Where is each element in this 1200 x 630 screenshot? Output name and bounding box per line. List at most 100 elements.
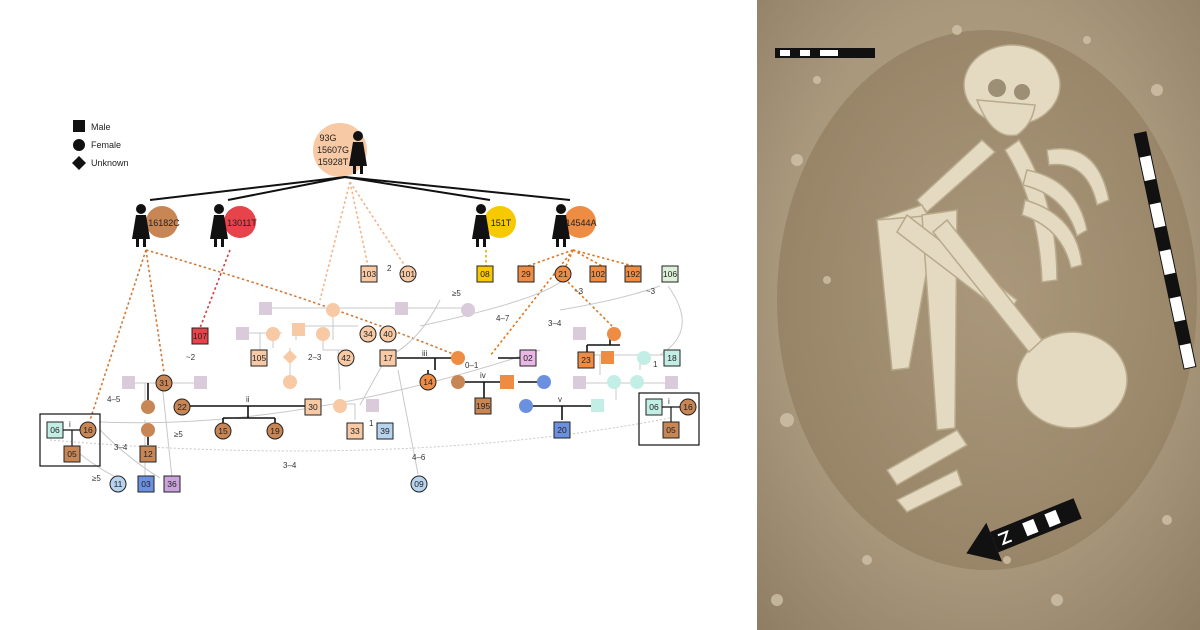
lineage-label-d: 14544A bbox=[565, 218, 596, 228]
individual-192: 192 bbox=[624, 265, 642, 283]
individual-31: 31 bbox=[155, 374, 173, 392]
svg-text:103: 103 bbox=[362, 269, 376, 279]
svg-text:21: 21 bbox=[558, 269, 568, 279]
svg-text:~3: ~3 bbox=[574, 287, 584, 296]
individual-103: 103 bbox=[360, 265, 378, 283]
individual-17: 17 bbox=[379, 349, 397, 367]
svg-text:20: 20 bbox=[557, 425, 567, 435]
svg-text:107: 107 bbox=[193, 331, 207, 341]
svg-text:3–4: 3–4 bbox=[548, 319, 562, 328]
svg-text:36: 36 bbox=[167, 479, 177, 489]
legend: Male Female Unknown bbox=[72, 120, 129, 170]
individual-18: 18 bbox=[663, 349, 681, 367]
svg-text:1: 1 bbox=[369, 419, 374, 428]
svg-text:19: 19 bbox=[270, 426, 280, 436]
svg-text:iv: iv bbox=[480, 371, 486, 380]
individual-14: 14 bbox=[419, 373, 437, 391]
woman-icon bbox=[210, 204, 228, 247]
svg-text:34: 34 bbox=[363, 329, 373, 339]
svg-text:2: 2 bbox=[387, 264, 392, 273]
individual-105: 105 bbox=[250, 349, 268, 367]
legend-male-symbol bbox=[73, 120, 85, 132]
svg-text:101: 101 bbox=[401, 269, 415, 279]
individual-30: 30 bbox=[304, 398, 322, 416]
individual-101: 101 bbox=[399, 265, 417, 283]
burial-excavation-photo bbox=[757, 0, 1200, 630]
individual-20: 20 bbox=[553, 421, 571, 439]
svg-text:ii: ii bbox=[246, 395, 250, 404]
lineage-label-a: 16182C bbox=[148, 218, 180, 228]
svg-text:16: 16 bbox=[683, 402, 693, 412]
labeled-individuals: 103 101 08 29 21 102 192 106 107 105 34 … bbox=[39, 265, 700, 493]
relation-labels: iii iv ii v i i bbox=[69, 349, 670, 429]
founder-label-1: 93G bbox=[319, 133, 336, 143]
svg-text:105: 105 bbox=[252, 353, 266, 363]
svg-text:23: 23 bbox=[581, 355, 591, 365]
svg-text:31: 31 bbox=[159, 378, 169, 388]
svg-text:4–7: 4–7 bbox=[496, 314, 510, 323]
svg-text:~2: ~2 bbox=[186, 353, 196, 362]
founder-label-2: 15607G bbox=[317, 145, 349, 155]
individual-21: 21 bbox=[554, 265, 572, 283]
svg-text:42: 42 bbox=[341, 353, 351, 363]
scale-bar-top bbox=[775, 48, 875, 58]
individual-03: 03 bbox=[137, 475, 155, 493]
svg-text:05: 05 bbox=[67, 449, 77, 459]
svg-text:05: 05 bbox=[666, 425, 676, 435]
individual-16-left: 16 bbox=[79, 421, 97, 439]
svg-text:02: 02 bbox=[523, 353, 533, 363]
lineage-node-a: 16182C bbox=[132, 204, 180, 247]
svg-text:06: 06 bbox=[649, 402, 659, 412]
svg-text:15: 15 bbox=[218, 426, 228, 436]
svg-text:106: 106 bbox=[663, 269, 677, 279]
svg-text:14: 14 bbox=[423, 377, 433, 387]
svg-text:11: 11 bbox=[114, 479, 123, 489]
svg-text:03: 03 bbox=[141, 479, 151, 489]
skeleton bbox=[876, 44, 1128, 513]
individual-106: 106 bbox=[661, 265, 679, 283]
founder-node: 93G 15607G 15928T bbox=[313, 123, 367, 177]
founder-lineage-lines bbox=[149, 176, 571, 201]
individual-22: 22 bbox=[173, 398, 191, 416]
svg-text:3–4: 3–4 bbox=[114, 443, 128, 452]
individual-102: 102 bbox=[589, 265, 607, 283]
svg-text:≥5: ≥5 bbox=[92, 474, 101, 483]
svg-text:1: 1 bbox=[653, 360, 658, 369]
svg-text:195: 195 bbox=[476, 401, 490, 411]
svg-text:≥5: ≥5 bbox=[174, 430, 183, 439]
legend-unknown-label: Unknown bbox=[91, 158, 129, 168]
legend-female-label: Female bbox=[91, 140, 121, 150]
individual-36: 36 bbox=[163, 475, 181, 493]
individual-195: 195 bbox=[474, 397, 492, 415]
individual-06-right: 06 bbox=[645, 398, 663, 416]
lineage-label-b: 13011T bbox=[227, 218, 257, 228]
svg-text:09: 09 bbox=[414, 479, 424, 489]
svg-text:i: i bbox=[668, 397, 670, 406]
woman-icon bbox=[472, 204, 490, 247]
scale-bar-right bbox=[1133, 131, 1197, 370]
legend-male-label: Male bbox=[91, 122, 111, 132]
individual-23: 23 bbox=[577, 351, 595, 369]
svg-text:40: 40 bbox=[383, 329, 393, 339]
svg-text:17: 17 bbox=[383, 353, 393, 363]
svg-text:3–4: 3–4 bbox=[283, 461, 297, 470]
svg-text:i: i bbox=[69, 420, 71, 429]
svg-text:16: 16 bbox=[83, 425, 93, 435]
degree-labels: 2 ≥5 4–7 3–4 ~3 ~3 ~2 2–3 0–1 1 1 4–5 ≥5… bbox=[92, 264, 658, 483]
individual-39: 39 bbox=[376, 422, 394, 440]
individual-33: 33 bbox=[346, 422, 364, 440]
svg-text:4–6: 4–6 bbox=[412, 453, 426, 462]
svg-text:v: v bbox=[558, 395, 562, 404]
couple-lines bbox=[147, 338, 620, 445]
individual-05-right: 05 bbox=[662, 421, 680, 439]
svg-text:08: 08 bbox=[480, 269, 490, 279]
svg-text:29: 29 bbox=[521, 269, 531, 279]
individual-29: 29 bbox=[517, 265, 535, 283]
individual-12: 12 bbox=[139, 445, 157, 463]
svg-text:18: 18 bbox=[667, 353, 677, 363]
individual-40: 40 bbox=[379, 325, 397, 343]
svg-text:≥5: ≥5 bbox=[452, 289, 461, 298]
legend-unknown-symbol bbox=[72, 156, 86, 170]
svg-text:iii: iii bbox=[422, 349, 428, 358]
individual-16-right: 16 bbox=[679, 398, 697, 416]
